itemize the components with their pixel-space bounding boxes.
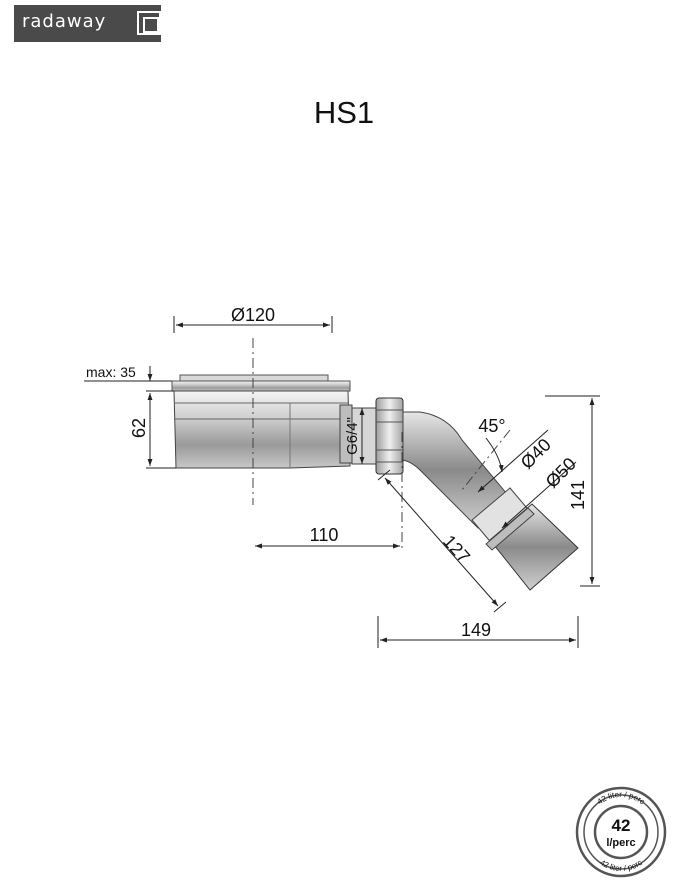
logo-wordmark: radaway bbox=[22, 11, 107, 32]
dimension-lines bbox=[84, 316, 600, 648]
dim-width-110: 110 bbox=[310, 525, 339, 545]
dim-height-62: 62 bbox=[129, 418, 149, 438]
dim-max-35: max: 35 bbox=[86, 364, 136, 380]
product-title: HS1 bbox=[313, 95, 375, 130]
dim-angle-45: 45° bbox=[478, 416, 505, 436]
dim-thread-g64: G6/4" bbox=[344, 417, 361, 455]
flow-rate-badge: 42 liter / perc 42 liter / perc 42 l/per… bbox=[575, 786, 667, 878]
dim-diameter-40: Ø40 bbox=[517, 435, 555, 473]
dim-length-127: 127 bbox=[439, 531, 474, 567]
dim-width-149: 149 bbox=[461, 620, 491, 640]
logo-square-icon bbox=[137, 11, 161, 35]
badge-ring-bottom: 42 liter / perc bbox=[598, 858, 644, 873]
badge-value: 42 bbox=[612, 816, 631, 835]
badge-unit: l/perc bbox=[606, 837, 635, 849]
elbow-pipe bbox=[402, 411, 579, 591]
dim-diameter-120: Ø120 bbox=[231, 305, 275, 325]
radaway-logo: radaway bbox=[14, 5, 161, 42]
drain-body bbox=[171, 374, 353, 469]
dim-height-141: 141 bbox=[568, 480, 588, 510]
